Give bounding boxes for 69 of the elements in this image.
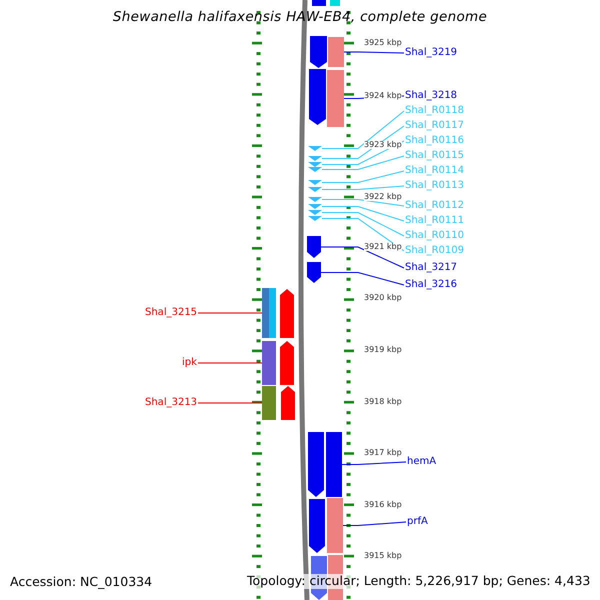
scale-label: 3920 kbp <box>364 294 402 302</box>
leader-line <box>322 218 404 252</box>
leader-line <box>198 402 262 404</box>
gene-label: Shal_R0112 <box>405 201 464 211</box>
gene-label: Shal_3216 <box>405 280 458 290</box>
gene-block <box>327 498 343 553</box>
gene-label: Shal_R0113 <box>405 181 464 191</box>
gene-label: Shal_3219 <box>405 48 458 58</box>
rna-gene-feature <box>308 204 322 209</box>
leader-line <box>198 312 262 314</box>
gene-label: prfA <box>407 517 428 527</box>
rna-gene-feature <box>308 156 322 161</box>
gene-feature <box>307 236 321 258</box>
gene-block <box>262 386 276 420</box>
leader-line <box>342 522 406 526</box>
rna-gene-feature <box>308 146 322 151</box>
scale-label: 3918 kbp <box>364 398 402 406</box>
leader-line <box>320 246 404 268</box>
leader-line <box>322 126 404 159</box>
gene-label: ipk <box>182 358 197 368</box>
scale-label: 3925 kbp <box>364 39 402 47</box>
scale-label: 3915 kbp <box>364 552 402 560</box>
rna-gene-feature <box>308 216 322 221</box>
gene-label: Shal_R0118 <box>405 106 464 116</box>
rna-gene-feature <box>308 162 322 167</box>
leader-line <box>322 156 404 170</box>
gene-label: Shal_R0114 <box>405 166 464 176</box>
rna-gene-feature <box>308 187 322 192</box>
gene-label: Shal_R0110 <box>405 231 464 241</box>
gene-label: Shal_3217 <box>405 263 458 273</box>
leader-line <box>322 212 404 236</box>
rna-gene-feature <box>308 180 322 185</box>
leader-line <box>344 52 404 54</box>
gene-label: Shal_R0115 <box>405 151 464 161</box>
leader-line <box>322 170 404 183</box>
gene-block <box>327 70 344 127</box>
rna-gene-feature <box>308 210 322 215</box>
scale-label: 3921 kbp <box>364 243 402 251</box>
scale-label: 3924 kbp <box>364 92 402 100</box>
scale-label: 3916 kbp <box>364 501 402 509</box>
gene-label: Shal_R0109 <box>405 246 464 256</box>
rna-gene-feature <box>308 167 322 172</box>
gene-block <box>262 288 276 338</box>
leader-line <box>320 272 404 286</box>
gene-label: Shal_3218 <box>405 91 458 101</box>
leader-line <box>342 462 406 465</box>
gene-label: Shal_R0116 <box>405 136 464 146</box>
scale-label: 3922 kbp <box>364 193 402 201</box>
scale-label: 3919 kbp <box>364 346 402 354</box>
gene-feature <box>307 262 321 283</box>
scale-label: 3923 kbp <box>364 141 402 149</box>
accession-text: Accession: NC_010334 <box>10 576 152 588</box>
leader-line <box>322 199 404 206</box>
gene-block <box>262 341 276 385</box>
leader-line <box>322 206 404 222</box>
scale-label: 3917 kbp <box>364 449 402 457</box>
genome-summary-text: Topology: circular; Length: 5,226,917 bp; Genes: 4,433 <box>247 574 590 588</box>
gene-label: hemA <box>407 457 436 467</box>
gene-label: Shal_3213 <box>145 398 198 408</box>
gene-block <box>326 432 342 497</box>
gene-block <box>328 37 344 67</box>
leader-line <box>322 110 404 149</box>
rna-gene-feature <box>308 197 322 202</box>
gene-label: Shal_R0117 <box>405 121 464 131</box>
leader-line <box>197 362 262 364</box>
leader-line <box>322 186 404 190</box>
gene-label: Shal_R0111 <box>405 216 464 226</box>
gene-label: Shal_3215 <box>145 308 198 318</box>
title: Shewanella halifaxensis HAW-EB4, complete genome <box>112 11 488 24</box>
